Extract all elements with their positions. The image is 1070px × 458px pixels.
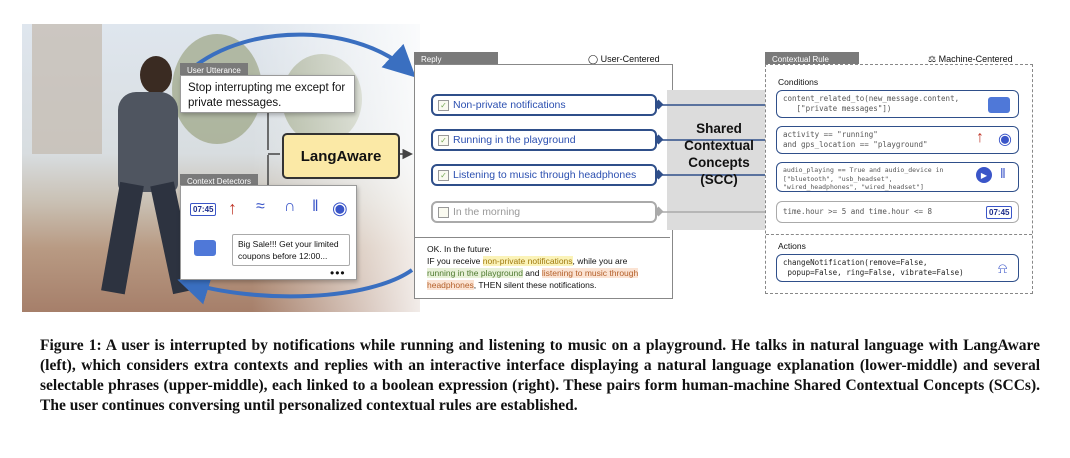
running-shoe-icon: ↑	[228, 198, 237, 218]
machine-centered-label: ⚖ Machine-Centered	[928, 54, 1013, 64]
clock-icon: 07:45	[986, 206, 1013, 219]
conditions-label: Conditions	[778, 77, 819, 87]
langaware-engine: LangAware	[282, 133, 400, 179]
condition-code: audio_playing == True and audio_device i…	[783, 166, 944, 191]
airpods-icon: ‖	[312, 198, 319, 215]
explanation-text: and	[522, 268, 542, 278]
user-centered-text: User-Centered	[600, 54, 660, 64]
phrase-non-private[interactable]: ✓ Non-private notifications	[431, 94, 657, 116]
scc-line: Shared	[696, 121, 742, 136]
runner-head	[140, 56, 172, 94]
user-centered-label: ◯ User-Centered	[588, 54, 660, 64]
utterance-text: Stop interrupting me except for private …	[188, 82, 346, 109]
clock-time: 07:45	[193, 205, 214, 214]
location-pin-icon: ◉	[332, 198, 348, 218]
phrase-morning[interactable]: In the morning	[431, 201, 657, 223]
scc-band	[667, 90, 771, 230]
condition-running[interactable]: activity == "running" and gps_location =…	[776, 126, 1019, 154]
action-code: changeNotification(remove=False, popup=F…	[783, 258, 964, 277]
condition-morning[interactable]: time.hour >= 5 and time.hour <= 8	[776, 201, 1019, 223]
headphones-icon: ∩	[284, 198, 296, 215]
checkbox-checked-icon[interactable]: ✓	[438, 134, 449, 146]
explanation-text: IF you receive	[427, 256, 483, 266]
condition-code: time.hour >= 5 and time.hour <= 8	[783, 207, 933, 216]
top-arc-arrow	[188, 32, 416, 78]
reply-header: Reply	[414, 52, 498, 67]
phrase-label: Listening to music through headphones	[453, 169, 637, 181]
action-change-notification[interactable]: changeNotification(remove=False, popup=F…	[776, 254, 1019, 282]
bell-muted-icon: ⍾	[998, 260, 1008, 276]
condition-private[interactable]: content_related_to(new_message.content, …	[776, 90, 1019, 118]
scc-line: Concepts	[688, 155, 750, 170]
play-icon: ▶	[976, 167, 992, 183]
condition-code: activity == "running" and gps_location =…	[783, 130, 928, 149]
message-bubble-icon	[988, 97, 1010, 113]
scc-line: (SCC)	[700, 172, 738, 187]
scc-line: Contextual	[684, 138, 754, 153]
highlight-running: running in the playground	[427, 268, 523, 278]
runner-body	[118, 92, 178, 192]
clock-time: 07:45	[989, 208, 1010, 217]
explanation-text: , while you are	[572, 256, 628, 266]
phrase-label: In the morning	[453, 206, 521, 218]
rule-header: Contextual Rule	[765, 52, 859, 67]
phrase-running[interactable]: ✓ Running in the playground	[431, 129, 657, 151]
phrase-music[interactable]: ✓ Listening to music through headphones	[431, 164, 657, 186]
highlight-non-private: non-private notifications	[482, 256, 573, 266]
checkbox-checked-icon[interactable]: ✓	[438, 99, 449, 111]
wifi-icon: ≈	[256, 198, 265, 215]
natural-language-explanation: OK. In the future: IF you receive non-pr…	[415, 237, 670, 296]
sale-notification: Big Sale!!! Get your limited coupons bef…	[232, 234, 350, 266]
actions-label: Actions	[778, 241, 806, 251]
message-bubble-icon	[194, 240, 216, 256]
running-shoe-icon: ↑	[976, 129, 984, 146]
figure-caption: Figure 1: A user is interrupted by notif…	[40, 337, 1040, 414]
reply-panel: ✓ Non-private notifications ✓ Running in t…	[414, 64, 673, 299]
phrase-label: Non-private notifications	[453, 99, 566, 111]
condition-code: content_related_to(new_message.content, …	[783, 94, 960, 113]
checkbox-checked-icon[interactable]: ✓	[438, 169, 449, 181]
more-dots: •••	[330, 266, 346, 280]
actions-divider	[766, 234, 1032, 235]
explanation-intro: OK. In the future:	[427, 244, 492, 254]
location-pin-icon: ◉	[998, 131, 1012, 148]
phrase-label: Running in the playground	[453, 134, 576, 146]
user-utterance-box: Stop interrupting me except for private …	[180, 75, 355, 113]
utterance-header: User Utterance	[180, 63, 248, 78]
checkbox-empty-icon[interactable]	[438, 206, 449, 218]
machine-centered-text: Machine-Centered	[938, 54, 1013, 64]
bottom-arc-arrow	[177, 268, 414, 305]
clock-icon: 07:45	[190, 203, 217, 216]
explanation-text: , THEN silent these notifications.	[473, 280, 597, 290]
airpods-icon: ‖	[1000, 165, 1006, 181]
background-building	[32, 24, 102, 154]
contextual-rule-panel: Conditions content_related_to(new_messag…	[765, 64, 1033, 294]
scc-label: Shared Contextual Concepts (SCC)	[672, 120, 766, 188]
